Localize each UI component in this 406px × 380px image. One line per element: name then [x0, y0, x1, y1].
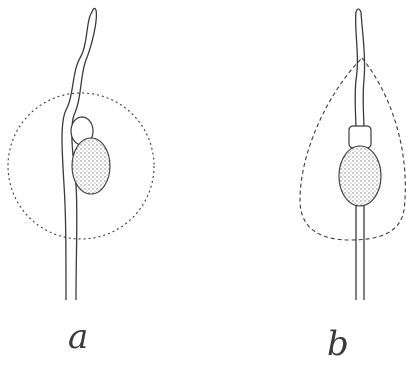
panel-label-b: b — [327, 327, 349, 361]
panel-b-cap-cell — [349, 126, 371, 148]
panel-b-filament-tip — [356, 9, 361, 12]
panel-a-stippled-body — [72, 138, 110, 194]
panel-b-stippled-body — [339, 146, 381, 206]
panel-b-drawing — [300, 9, 405, 300]
panel-a-filament-tip — [92, 8, 96, 12]
panel-label-a: a — [68, 320, 88, 354]
panel-a-drawing — [8, 8, 154, 300]
